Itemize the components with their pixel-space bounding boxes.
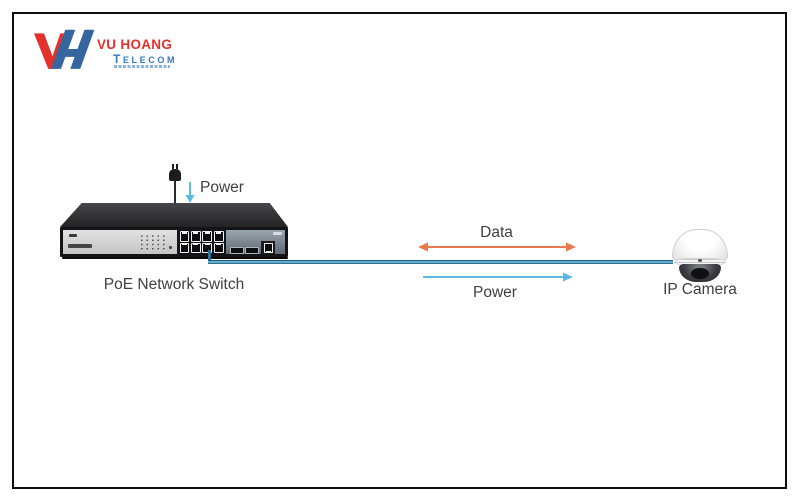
data-arrow-label: Data — [480, 224, 513, 241]
logo-subbrand-text: TELECOM — [113, 52, 178, 66]
vh-logo-icon — [34, 29, 95, 69]
rj45-port-block — [177, 229, 226, 255]
sfp-port-icon — [245, 247, 259, 254]
switch-front-panel — [63, 229, 285, 255]
rj45-port-icon — [179, 242, 190, 253]
switch-port-count-mark — [273, 231, 282, 235]
switch-brand-mark — [69, 234, 77, 237]
ip-camera-illustration — [672, 229, 728, 282]
switch-top-face — [60, 203, 288, 227]
switch-led-grid — [139, 234, 165, 250]
switch-base-shadow — [62, 257, 288, 259]
switch-power-label: Power — [200, 179, 244, 196]
rj45-port-icon — [190, 242, 201, 253]
ethernet-cable-vertical — [208, 250, 211, 262]
rj45-port-icon — [202, 231, 213, 242]
power-plug-icon — [169, 164, 181, 181]
power-down-arrow-icon — [185, 182, 195, 203]
uplink-port — [261, 241, 275, 254]
vu-hoang-telecom-logo: VU HOANG TELECOM — [34, 26, 184, 76]
rj45-port-icon — [213, 231, 224, 242]
power-cord — [174, 181, 176, 208]
switch-led-dot — [169, 246, 172, 249]
switch-front-face — [60, 227, 288, 257]
camera-dome — [679, 264, 721, 282]
camera-led — [698, 259, 702, 262]
rj45-port-icon — [263, 243, 273, 253]
power-arrow-label: Power — [473, 284, 517, 301]
sfp-port-icon — [230, 247, 244, 254]
camera-lens — [691, 268, 709, 279]
rj45-port-icon — [213, 242, 224, 253]
rj45-port-icon — [179, 231, 190, 242]
switch-caption: PoE Network Switch — [103, 276, 245, 293]
logo-tagline — [114, 65, 170, 68]
rj45-port-icon — [190, 231, 201, 242]
rj45-port-icon — [202, 242, 213, 253]
logo-brand-text: VU HOANG — [97, 37, 173, 52]
diagram-border — [12, 12, 787, 489]
poe-switch-illustration — [60, 203, 288, 259]
power-right-arrow-icon — [423, 272, 573, 282]
switch-model-mark — [68, 244, 92, 248]
data-bidirectional-arrow-icon — [418, 242, 576, 252]
camera-caption: IP Camera — [663, 281, 737, 298]
ethernet-cable — [208, 260, 673, 264]
